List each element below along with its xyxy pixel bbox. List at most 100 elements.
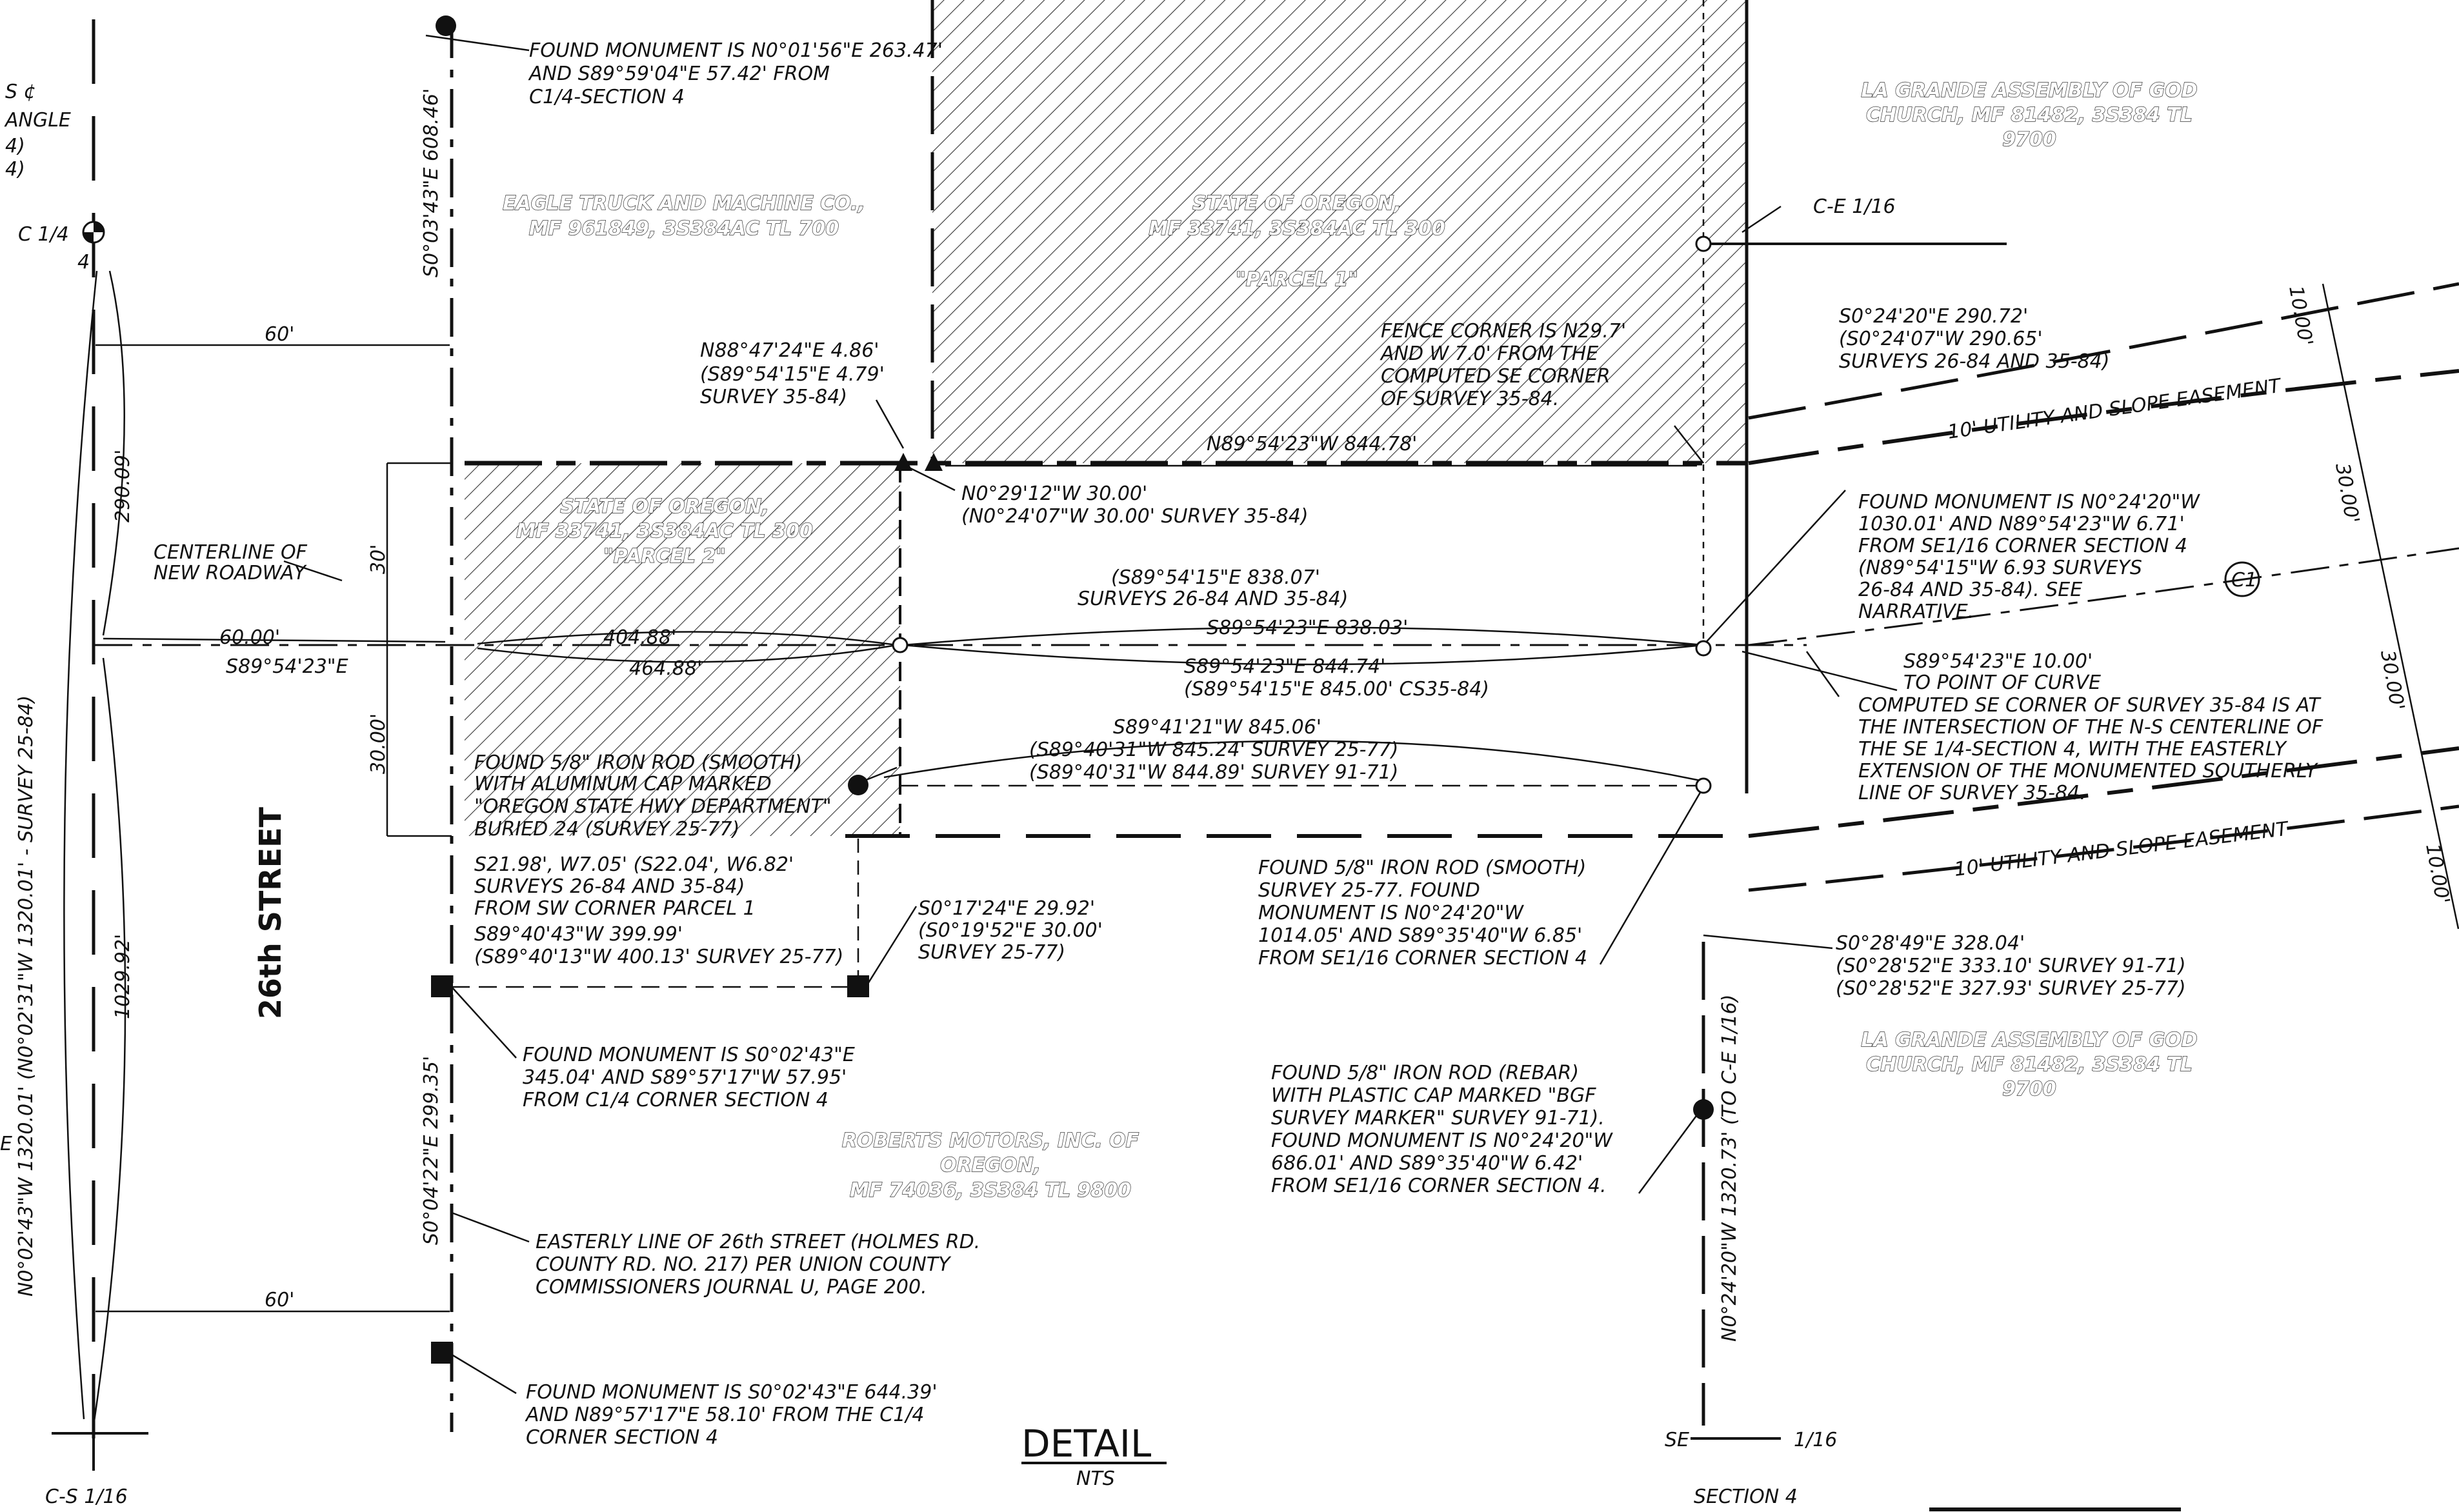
c14-label: C 1/4 — [18, 223, 69, 246]
curve-survey-1: S0°24'20"E 290.72' — [1839, 305, 2028, 328]
centerline-1: CENTERLINE OF — [154, 541, 308, 564]
s89-40-2: (S89°40'13"W 400.13' SURVEY 25-77) — [474, 946, 843, 968]
rod-mid-2: SURVEY 25-77. FOUND — [1258, 879, 1480, 902]
curve-survey-2: (S0°24'07"W 290.65' — [1839, 328, 2043, 350]
n029-1: N0°29'12"W 30.00' — [961, 482, 1147, 505]
computed-se-5: LINE OF SURVEY 35-84. — [1858, 782, 2086, 804]
s89-10-1: S89°54'23"E 10.00' — [1903, 650, 2093, 673]
dist-1029: 1029.92' — [112, 934, 134, 1019]
rod-mid-3: MONUMENT IS N0°24'20"W — [1258, 902, 1524, 924]
found-644-2: AND N89°57'17"E 58.10' FROM THE C1/4 — [525, 1404, 925, 1426]
s0-17-3: SURVEY 25-77) — [918, 941, 1065, 964]
eagle-owner-1: EAGLE TRUCK AND MACHINE CO., — [503, 192, 865, 215]
rod-mid-1: FOUND 5/8" IRON ROD (SMOOTH) — [1258, 857, 1586, 879]
width-60-top: 60' — [265, 323, 294, 346]
fence-1: FENCE CORNER IS N29.7' — [1381, 320, 1626, 343]
boundary-lines — [52, 0, 2181, 1511]
margin-line-3: 4) — [5, 135, 25, 157]
n88-2: (S89°54'15"E 4.79' — [700, 363, 885, 386]
center-bearing-g: (S89°40'31"W 844.89' SURVEY 91-71) — [1029, 761, 1398, 784]
parcel1-owner-1: STATE OF OREGON, — [1192, 192, 1401, 215]
rod-left-2: WITH ALUMINUM CAP MARKED — [474, 773, 772, 795]
lower-line-bearing: S0°04'22"E 299.35' — [420, 1056, 443, 1245]
assembly-bottom-3: 9700 — [2002, 1078, 2056, 1100]
center-bearing-f: (S89°40'31"W 845.24' SURVEY 25-77) — [1029, 739, 1398, 761]
upper-line-bearing: S0°03'43"E 608.46' — [420, 88, 443, 277]
s89-40-1: S89°40'43"W 399.99' — [474, 923, 683, 946]
curve-dim-c: 30.00' — [2376, 648, 2409, 712]
found-rod-left — [848, 775, 868, 795]
eagle-owner-2: MF 961849, 3S384AC TL 700 — [529, 217, 839, 240]
s89-10-2: TO POINT OF CURVE — [1903, 671, 2101, 694]
top-monument-note-2: AND S89°59'04"E 57.42' FROM — [528, 63, 830, 85]
roberts-owner-1: ROBERTS MOTORS, INC. OF — [842, 1129, 1139, 1152]
ce116-label: C-E 1/16 — [1813, 195, 1896, 218]
rod-left-1: FOUND 5/8" IRON ROD (SMOOTH) — [474, 751, 802, 774]
rod-mid-5: FROM SE1/16 CORNER SECTION 4 — [1258, 947, 1587, 970]
computed-se-1: COMPUTED SE CORNER OF SURVEY 35-84 IS AT — [1858, 694, 2322, 717]
curve-survey-3: SURVEYS 26-84 AND 35-84) — [1839, 350, 2109, 373]
street-name: 26th STREET — [253, 806, 288, 1019]
triangle-monument-b — [925, 453, 943, 471]
monuments — [82, 15, 2260, 1364]
section-4-label: SECTION 4 — [1694, 1486, 1798, 1508]
s0-28-3: (S0°28'52"E 327.93' SURVEY 25-77) — [1836, 977, 2186, 1000]
rod-bgf-2: WITH PLASTIC CAP MARKED "BGF — [1271, 1084, 1596, 1107]
center-bearing-a2: SURVEYS 26-84 AND 35-84) — [1078, 588, 1348, 610]
dist-60: 60.00' — [219, 626, 280, 649]
curve-dim-d: 10.00' — [2421, 842, 2454, 906]
width-60-bottom: 60' — [265, 1289, 294, 1311]
center-bearing-a1: (S89°54'15"E 838.07' — [1111, 566, 1320, 589]
open-point-c — [1695, 777, 1712, 794]
parcel2-owner-2: MF 33741, 3S384AC TL 300 — [516, 520, 813, 542]
dist-464: 464.88' — [629, 657, 702, 680]
assembly-bottom-1: LA GRANDE ASSEMBLY OF GOD — [1861, 1029, 2197, 1051]
c14-corner-icon — [82, 221, 105, 244]
rod-bgf-1: FOUND 5/8" IRON ROD (REBAR) — [1271, 1062, 1579, 1084]
top-monument-note-3: C1/4-SECTION 4 — [529, 86, 685, 108]
margin-line-1: S ¢ — [5, 81, 36, 103]
found-345-2: 345.04' AND S89°57'17"W 57.95' — [523, 1066, 847, 1089]
curve-id-circle — [2224, 561, 2260, 597]
detail-subtitle: NTS — [1076, 1467, 1115, 1490]
computed-se-2: THE INTERSECTION OF THE N-S CENTERLINE O… — [1858, 716, 2324, 739]
found-monument-top — [436, 15, 456, 36]
found-1030-2: 1030.01' AND N89°54'23"W 6.71' — [1858, 513, 2185, 535]
detail-title: DETAIL — [1021, 1422, 1151, 1466]
found-1030-4: (N89°54'15"W 6.93 SURVEYS — [1858, 557, 2142, 579]
parcel1-ref-2: SURVEYS 26-84 AND 35-84) — [474, 875, 745, 898]
triangle-monument-a — [894, 453, 912, 471]
found-644-1: FOUND MONUMENT IS S0°02'43"E 644.39' — [526, 1381, 938, 1404]
margin-line-2: ANGLE — [4, 109, 71, 132]
parcel1-owner-3: "PARCEL 1" — [1236, 268, 1358, 291]
parcel2-owner-1: STATE OF OREGON, — [560, 495, 769, 518]
parcel-1-hatch — [932, 0, 1747, 463]
parcel1-owner-2: MF 33741, 3S384AC TL 300 — [1149, 217, 1445, 240]
easement-upper: 10' UTILITY AND SLOPE EASEMENT — [1946, 374, 2283, 443]
parcel2-owner-3: "PARCEL 2" — [603, 545, 726, 568]
fence-2: AND W 7.0' FROM THE — [1380, 343, 1598, 365]
road-curves — [1748, 282, 2459, 930]
se-label: SE — [1665, 1429, 1689, 1451]
rod-bgf-4: FOUND MONUMENT IS N0°24'20"W — [1271, 1129, 1613, 1152]
fence-4: OF SURVEY 35-84. — [1381, 388, 1559, 410]
square-monument-c — [431, 1342, 453, 1364]
s0-28-2: (S0°28'52"E 333.10' SURVEY 91-71) — [1836, 955, 2186, 977]
easterly-3: COMMISSIONERS JOURNAL U, PAGE 200. — [536, 1276, 927, 1298]
rod-bgf-5: 686.01' AND S89°35'40"W 6.42' — [1271, 1152, 1583, 1175]
roberts-owner-3: MF 74036, 3S384 TL 9800 — [850, 1179, 1131, 1202]
section-line-bearing: N0°02'43"W 1320.01' (N0°02'31"W 1320.01'… — [15, 695, 37, 1297]
dist-404: 404.88' — [603, 626, 676, 649]
center-bearing-e: S89°41'21"W 845.06' — [1113, 716, 1321, 739]
bearing-centerline: S89°54'23"E — [226, 655, 348, 678]
assembly-top-2: CHURCH, MF 81482, 3S384 TL — [1866, 104, 2193, 126]
square-monument-b — [847, 975, 869, 997]
center-bearing-d: (S89°54'15"E 845.00' CS35-84) — [1184, 678, 1489, 701]
found-rod-bgf — [1693, 1099, 1714, 1120]
easement-lower: 10' UTILITY AND SLOPE EASEMENT — [1953, 817, 2291, 881]
north-line-bearing: N89°54'23"W 844.78' — [1207, 433, 1417, 455]
n88-1: N88°47'24"E 4.86' — [700, 339, 879, 362]
assembly-bottom-2: CHURCH, MF 81482, 3S384 TL — [1866, 1053, 2193, 1076]
s0-28-1: S0°28'49"E 328.04' — [1836, 932, 2025, 955]
